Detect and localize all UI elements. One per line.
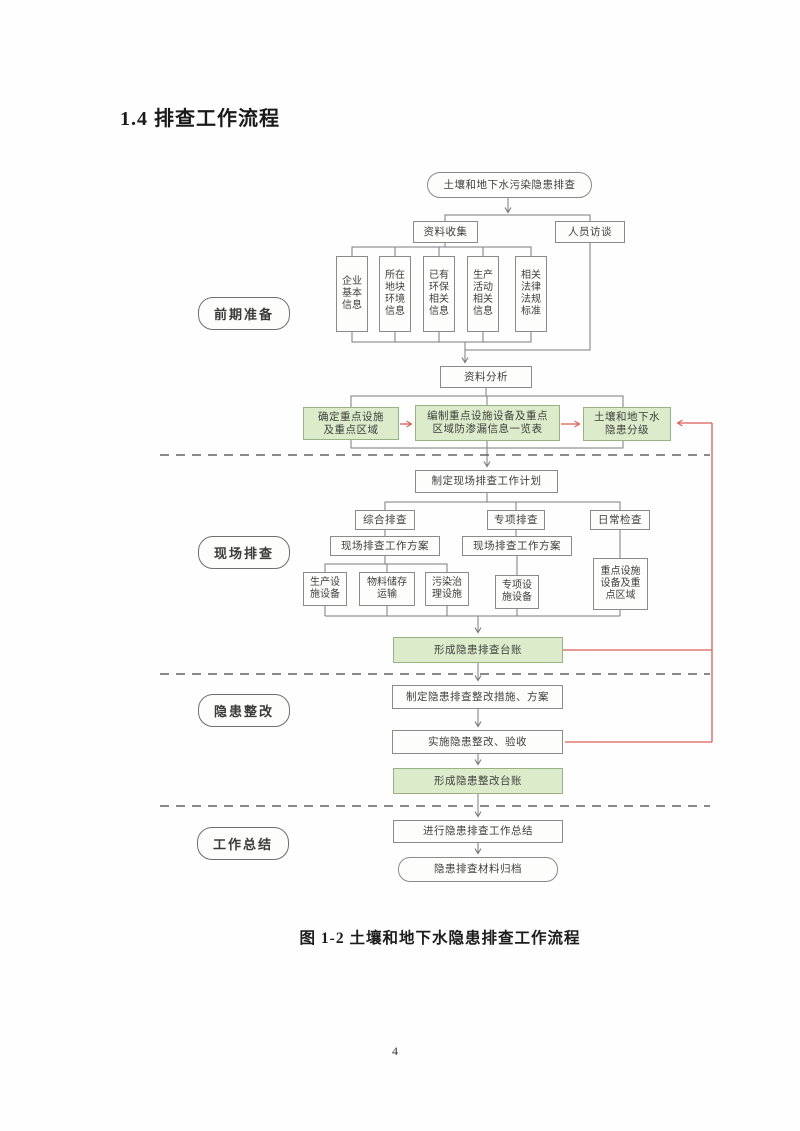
figure-caption: 图 1-2 土壤和地下水隐患排查工作流程 [299,930,581,947]
node-info-enterprise: 企业 基本 信息 [336,256,368,332]
node-info-production: 生产 活动 相关 信息 [467,256,499,332]
node-implement-acceptance: 实施隐患整改、验收 [392,730,563,754]
node-info-plot-env: 所在 地块 环境 信息 [379,256,411,332]
node-site-inspection-plan: 制定现场排查工作计划 [415,470,558,493]
node-site-scheme-left: 现场排查工作方案 [330,536,440,556]
node-special-inspection: 专项排查 [487,510,545,530]
node-special-facilities: 专项设 施设备 [495,575,539,609]
page-number: 4 [392,1044,398,1058]
node-archive: 隐患排查材料归档 [398,857,558,882]
node-rectification-ledger: 形成隐患整改台账 [393,768,563,794]
node-site-scheme-right: 现场排查工作方案 [462,536,572,556]
phase-label-preparation: 前期准备 [198,297,290,330]
node-determine-key-facilities: 确定重点设施 及重点区域 [303,407,399,440]
node-key-facilities-areas: 重点设施 设备及重 点区域 [593,558,648,610]
node-work-summary: 进行隐患排查工作总结 [393,820,563,843]
node-comprehensive-inspection: 综合排查 [355,510,415,530]
section-title: 1.4 排查工作流程 [120,108,280,130]
node-data-collection: 资料收集 [413,221,478,243]
node-hazard-grading: 土壤和地下水 隐患分级 [583,407,671,441]
node-data-analysis: 资料分析 [440,366,532,388]
node-material-storage-transport: 物料储存 运输 [359,572,415,606]
node-production-facilities: 生产设 施设备 [303,572,347,606]
phase-label-rectification: 隐患整改 [198,694,290,727]
phase-label-site-inspection: 现场排查 [198,536,290,569]
node-pollution-treatment: 污染治 理设施 [425,572,469,606]
node-start: 土壤和地下水污染隐患排查 [427,172,592,198]
phase-label-summary: 工作总结 [197,827,289,860]
node-compile-leakage-list: 编制重点设施设备及重点 区域防渗漏信息一览表 [415,405,560,441]
node-info-env-protection: 已有 环保 相关 信息 [423,256,455,332]
node-daily-check: 日常检查 [590,510,650,530]
node-inspection-ledger: 形成隐患排查台账 [393,637,563,663]
node-interview: 人员访谈 [555,221,625,243]
node-info-laws: 相关 法律 法规 标准 [515,256,547,332]
node-rectification-plan: 制定隐患排查整改措施、方案 [392,685,563,709]
